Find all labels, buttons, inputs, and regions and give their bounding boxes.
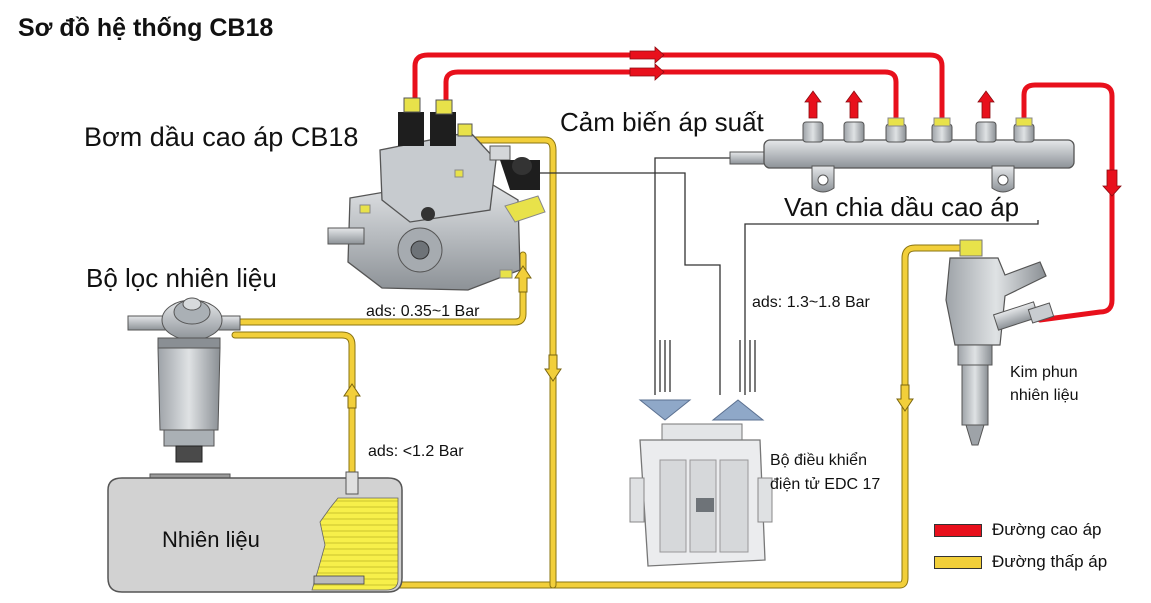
- legend-item-low-pressure: Đường thấp áp: [934, 552, 1107, 572]
- common-rail: [729, 117, 1075, 193]
- low-pressure-lines: [231, 136, 966, 589]
- hp-line-outer: [412, 52, 945, 131]
- diagram-title: Sơ đồ hệ thống CB18: [18, 14, 274, 42]
- high-pressure-flow-arrows: [629, 46, 1122, 197]
- filter-label: Bộ lọc nhiên liệu: [86, 263, 277, 293]
- pump-label: Bơm dầu cao áp CB18: [84, 122, 359, 152]
- fuel-level: [311, 497, 399, 591]
- ecu-wires: [540, 157, 1039, 395]
- high-pressure-pump: [327, 97, 546, 291]
- low-pressure-flow-arrows: [343, 265, 914, 412]
- ecu-label-line1: Bộ điều khiển: [770, 452, 867, 469]
- ecu-unit: [629, 423, 773, 567]
- legend-item-high-pressure: Đường cao áp: [934, 520, 1101, 540]
- injector-label-line2: nhiên liệu: [1010, 387, 1079, 404]
- tank-label: Nhiên liệu: [162, 527, 260, 552]
- hp-line-inner: [443, 69, 899, 131]
- tank-to-filter-line: [231, 331, 356, 492]
- legend-swatch-high: [934, 523, 982, 537]
- ecu-signal-triangles: [638, 399, 765, 421]
- rail-label: Van chia dầu cao áp: [784, 192, 1020, 222]
- legend-label-high: Đường cao áp: [992, 520, 1102, 539]
- legend-label-low: Đường thấp áp: [992, 552, 1108, 571]
- fuel-injector: [945, 239, 1055, 446]
- ecu-input-triangle: [638, 399, 692, 421]
- fuel-filter: [127, 297, 241, 463]
- pressure-sensor-label: Cảm biến áp suất: [560, 107, 764, 137]
- high-pressure-lines: [412, 52, 1115, 323]
- legend-swatch-low: [934, 555, 982, 569]
- ecu-label-line2: điện tử EDC 17: [770, 476, 881, 493]
- ads-filter-label: ads: <1.2 Bar: [368, 443, 464, 460]
- ads-pump-label: ads: 0.35~1 Bar: [366, 303, 480, 320]
- ecu-output-triangle: [711, 399, 765, 421]
- hp-line-injector: [1021, 82, 1115, 323]
- injector-label-line1: Kim phun: [1010, 364, 1078, 381]
- ads-rail-label: ads: 1.3~1.8 Bar: [752, 294, 870, 311]
- fuel-tank: [107, 471, 403, 593]
